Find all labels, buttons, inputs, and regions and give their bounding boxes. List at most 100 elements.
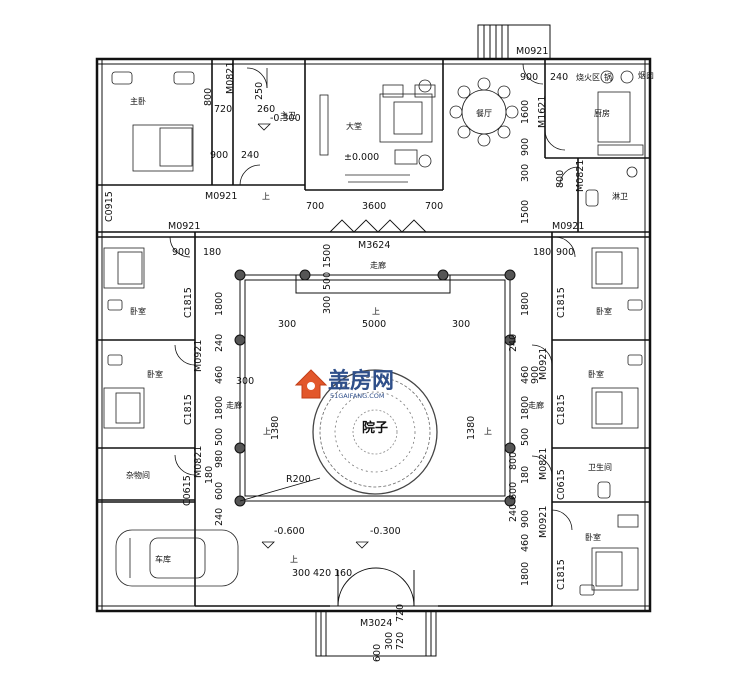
dim-300-v: 300 bbox=[384, 632, 395, 650]
elev-court-west: -0.600 bbox=[274, 526, 305, 537]
room-wok: 锅 bbox=[604, 72, 612, 82]
code-m0921-e2: M0921 bbox=[538, 506, 549, 538]
elevation-marks: ±0.000 -0.300 -0.600 -0.300 bbox=[257, 113, 401, 549]
code-m0821-b: M0821 bbox=[575, 160, 586, 192]
dim-180-w2: 180 bbox=[204, 466, 215, 484]
code-m0921-w: M0921 bbox=[193, 340, 204, 372]
room-corridor-west: 走廊 bbox=[226, 400, 242, 410]
code-m0821-w: M0821 bbox=[193, 446, 204, 478]
room-kitchen: 厨房 bbox=[594, 108, 610, 118]
code-m0921-c: M0921 bbox=[552, 221, 584, 232]
code-m0921-b: M0921 bbox=[168, 221, 200, 232]
room-wood-stove: 烧火区 bbox=[576, 72, 600, 82]
dim-240-w2: 240 bbox=[214, 508, 225, 526]
code-c0615-e: C0615 bbox=[556, 469, 567, 500]
room-bedroom-west-2: 卧室 bbox=[147, 369, 163, 379]
code-m3624: M3624 bbox=[358, 240, 390, 251]
room-corridor-east: 走廊 bbox=[528, 400, 544, 410]
folding-door bbox=[329, 219, 427, 233]
elev-living: ±0.000 bbox=[344, 152, 379, 163]
watermark-url: 51GAIFANG.COM bbox=[330, 392, 385, 400]
dim-600-v: 600 bbox=[372, 644, 383, 662]
dim-500-e: 500 bbox=[520, 428, 531, 446]
code-c1815-e2: C1815 bbox=[556, 394, 567, 425]
dim-300-c: 300 bbox=[520, 164, 531, 182]
dim-900-e2: 900 bbox=[530, 366, 541, 384]
code-m3024: M3024 bbox=[360, 618, 392, 629]
code-c0615-w: C0615 bbox=[182, 475, 193, 506]
north-stair bbox=[477, 24, 551, 60]
dim-700-a: 700 bbox=[306, 201, 324, 212]
dim-240-top: 240 bbox=[550, 72, 568, 83]
dim-460-e: 460 bbox=[520, 366, 531, 384]
dim-900-e3: 900 bbox=[520, 510, 531, 528]
dim-460-w: 460 bbox=[214, 366, 225, 384]
code-c0915: C0915 bbox=[104, 191, 115, 222]
entrance-steps bbox=[315, 567, 437, 657]
dim-900-c: 900 bbox=[520, 138, 531, 156]
dimension-labels: 800 720 260 250 900 240 700 3600 700 900… bbox=[172, 72, 574, 662]
up-marks: 上 上 上 上 上 bbox=[262, 192, 492, 564]
dim-300-w: 300 bbox=[236, 376, 254, 387]
room-dining: 餐厅 bbox=[476, 109, 492, 118]
dim-720-v: 720 bbox=[395, 604, 406, 622]
dim-1500-c: 1500 bbox=[520, 200, 531, 224]
code-m0921-e: M0921 bbox=[538, 348, 549, 380]
dim-900-a: 900 bbox=[210, 150, 228, 161]
dim-260: 260 bbox=[257, 104, 275, 115]
dim-300-l: 300 bbox=[278, 319, 296, 330]
up-mark-north: 上 bbox=[372, 307, 380, 316]
dim-1800-e3: 1800 bbox=[520, 562, 531, 586]
code-m0921-a: M0921 bbox=[205, 191, 237, 202]
code-c1815-w2: C1815 bbox=[183, 394, 194, 425]
dim-1800-w2: 1800 bbox=[214, 396, 225, 420]
dim-240-a: 240 bbox=[241, 150, 259, 161]
dim-3600: 3600 bbox=[362, 201, 386, 212]
r200-leader bbox=[239, 477, 321, 502]
dim-980-w: 980 bbox=[214, 450, 225, 468]
door-window-codes: M0921 M0821 M0921 C0915 M0921 M3624 M092… bbox=[104, 46, 586, 629]
room-garage: 车库 bbox=[155, 554, 171, 564]
up-mark-west: 上 bbox=[263, 427, 271, 436]
dim-700-b: 700 bbox=[425, 201, 443, 212]
room-bedroom-west-1: 卧室 bbox=[130, 306, 146, 316]
dim-500-n: 500 bbox=[322, 272, 333, 290]
furniture bbox=[103, 70, 644, 596]
elev-court-east: -0.300 bbox=[370, 526, 401, 537]
watermark-logo: 盖房网 51GAIFANG.COM bbox=[294, 368, 394, 400]
columns bbox=[234, 269, 516, 507]
dim-720-v2: 720 bbox=[395, 632, 406, 650]
dim-800-e: 800 bbox=[508, 452, 519, 470]
code-m0921-top: M0921 bbox=[516, 46, 548, 57]
room-bedroom-east-3: 卧室 bbox=[585, 532, 601, 542]
courtyard-frame bbox=[239, 274, 511, 502]
dim-420-s: 420 bbox=[313, 568, 331, 579]
dim-250: 250 bbox=[254, 82, 265, 100]
room-storage: 杂物间 bbox=[126, 470, 150, 480]
code-m1621: M1621 bbox=[537, 96, 548, 128]
dim-300-s: 300 bbox=[292, 568, 310, 579]
room-labels: 主卧 主卫 大堂 餐厅 厨房 烧火区 锅 烟囱 淋卫 走廊 卧室 卧室 卧室 卧… bbox=[126, 70, 654, 564]
dim-720: 720 bbox=[214, 104, 232, 115]
dim-900-top: 900 bbox=[520, 72, 538, 83]
room-courtyard: 院子 bbox=[362, 420, 388, 436]
room-master-bedroom: 主卧 bbox=[130, 96, 146, 106]
dim-5000: 5000 bbox=[362, 319, 386, 330]
interior-walls bbox=[97, 59, 650, 607]
up-mark-south: 上 bbox=[290, 555, 298, 564]
room-bedroom-east-1: 卧室 bbox=[596, 306, 612, 316]
up-mark-stair: 上 bbox=[262, 192, 270, 201]
courtyard-medallion bbox=[312, 369, 438, 495]
room-bath-east: 淋卫 bbox=[612, 191, 628, 201]
dim-1600: 1600 bbox=[520, 100, 531, 124]
code-c1815-w1: C1815 bbox=[183, 287, 194, 318]
room-corridor-north: 走廊 bbox=[370, 260, 386, 270]
code-c1815-e3: C1815 bbox=[556, 559, 567, 590]
code-c1815-e1: C1815 bbox=[556, 287, 567, 318]
dim-800: 800 bbox=[203, 88, 214, 106]
dim-180-w: 180 bbox=[203, 247, 221, 258]
dim-1800-w1: 1800 bbox=[214, 292, 225, 316]
up-mark-east: 上 bbox=[484, 427, 492, 436]
doors bbox=[169, 63, 579, 531]
